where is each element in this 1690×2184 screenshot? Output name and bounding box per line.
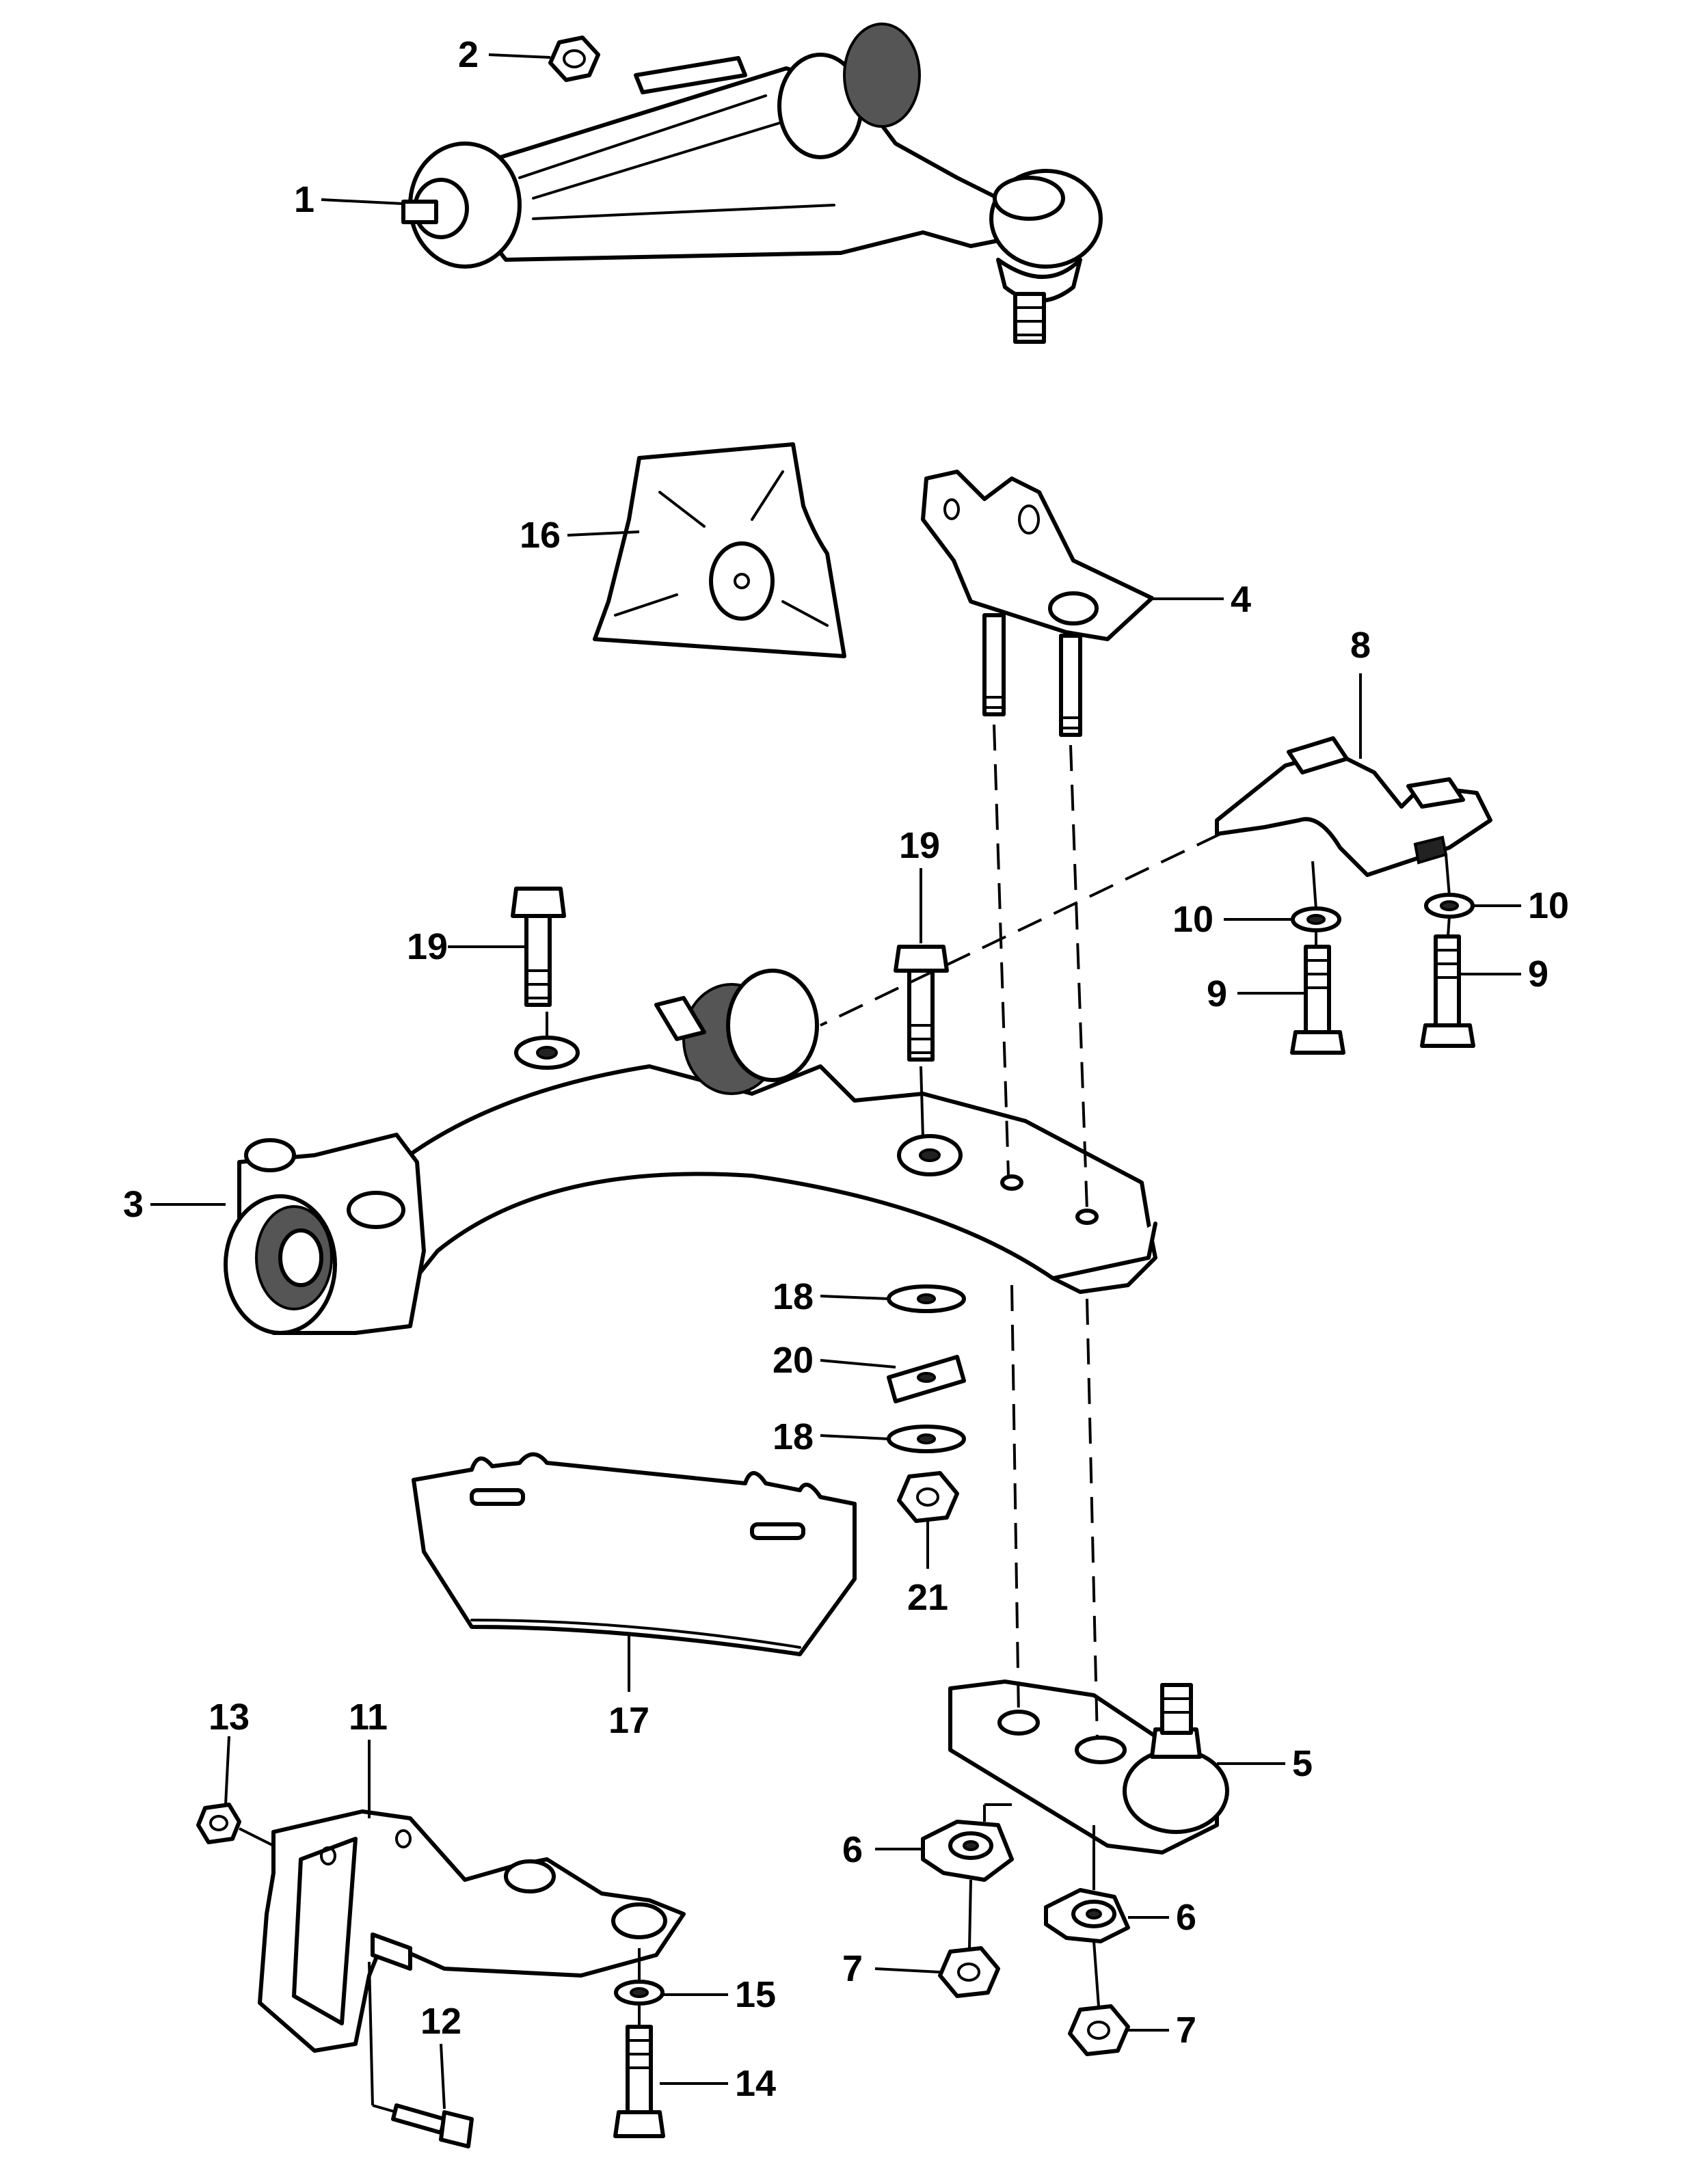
callout-7-left: 7 — [842, 1948, 863, 1989]
eccentric-washer-part-6-left — [921, 1820, 1014, 1882]
washer-part-10-right — [1424, 893, 1475, 919]
bolt-part-9-left — [1290, 945, 1345, 1055]
shield-part-17 — [412, 1452, 857, 1656]
callout-11: 11 — [349, 1697, 388, 1738]
callout-18-bottom: 18 — [773, 1416, 814, 1457]
upper-control-arm — [401, 23, 1103, 344]
bolt-part-14 — [613, 2025, 665, 2138]
callout-6-right: 6 — [1176, 1897, 1196, 1938]
callout-leaders — [150, 53, 1521, 2109]
callout-16: 16 — [520, 515, 561, 556]
callout-20: 20 — [773, 1340, 814, 1381]
ball-joint-part-5 — [948, 1680, 1229, 1855]
callout-6-left: 6 — [842, 1829, 863, 1870]
callout-4: 4 — [1231, 579, 1251, 620]
callout-9-right: 9 — [1528, 954, 1548, 995]
nut-part-21 — [897, 1471, 959, 1523]
callout-2: 2 — [458, 34, 479, 75]
callout-17: 17 — [608, 1700, 649, 1741]
callout-13: 13 — [209, 1697, 250, 1738]
callout-10-left: 10 — [1172, 899, 1213, 940]
callout-18-top: 18 — [773, 1276, 814, 1317]
bolt-part-19-left — [511, 887, 566, 1007]
callout-21: 21 — [907, 1577, 948, 1618]
plate-part-20 — [887, 1355, 966, 1403]
washer-part-15 — [614, 1980, 665, 2006]
callout-9-left: 9 — [1207, 973, 1227, 1014]
lower-control-arm-part-3 — [224, 969, 1157, 1335]
bolt-part-12 — [391, 2103, 474, 2148]
nut-part-2 — [548, 36, 600, 82]
callout-14: 14 — [735, 2063, 776, 2104]
bracket-part-11 — [258, 1809, 686, 2053]
callout-labels: 1 2 3 4 5 6 6 7 7 8 9 9 10 10 11 12 13 1… — [123, 34, 1569, 2104]
callout-15: 15 — [735, 1974, 776, 2015]
callout-3: 3 — [123, 1184, 144, 1225]
washer-part-18-top — [887, 1284, 966, 1313]
assembly-guide-lines — [239, 724, 1451, 2114]
eccentric-washer-part-6-right — [1044, 1888, 1130, 1943]
bracket-part-4 — [921, 470, 1154, 737]
callout-10-right: 10 — [1528, 885, 1569, 926]
mounting-plate-part-16 — [593, 442, 846, 658]
nut-part-7-right — [1068, 2004, 1130, 2056]
callout-8: 8 — [1350, 625, 1371, 666]
nut-part-13 — [196, 1803, 241, 1844]
callout-12: 12 — [420, 2001, 461, 2042]
stabilizer-clamp-part-8 — [1215, 736, 1492, 877]
washer-part-10-left — [1291, 906, 1341, 932]
bolt-part-9-right — [1420, 934, 1475, 1048]
callout-5: 5 — [1292, 1743, 1313, 1784]
callout-1: 1 — [294, 179, 314, 220]
callout-19-right: 19 — [899, 825, 940, 866]
washer-part-18-bottom — [887, 1425, 966, 1453]
callout-19-left: 19 — [407, 926, 448, 967]
callout-7-right: 7 — [1176, 2010, 1196, 2051]
bolt-part-19-right — [894, 945, 949, 1062]
nut-part-7-left — [938, 1946, 1000, 1998]
